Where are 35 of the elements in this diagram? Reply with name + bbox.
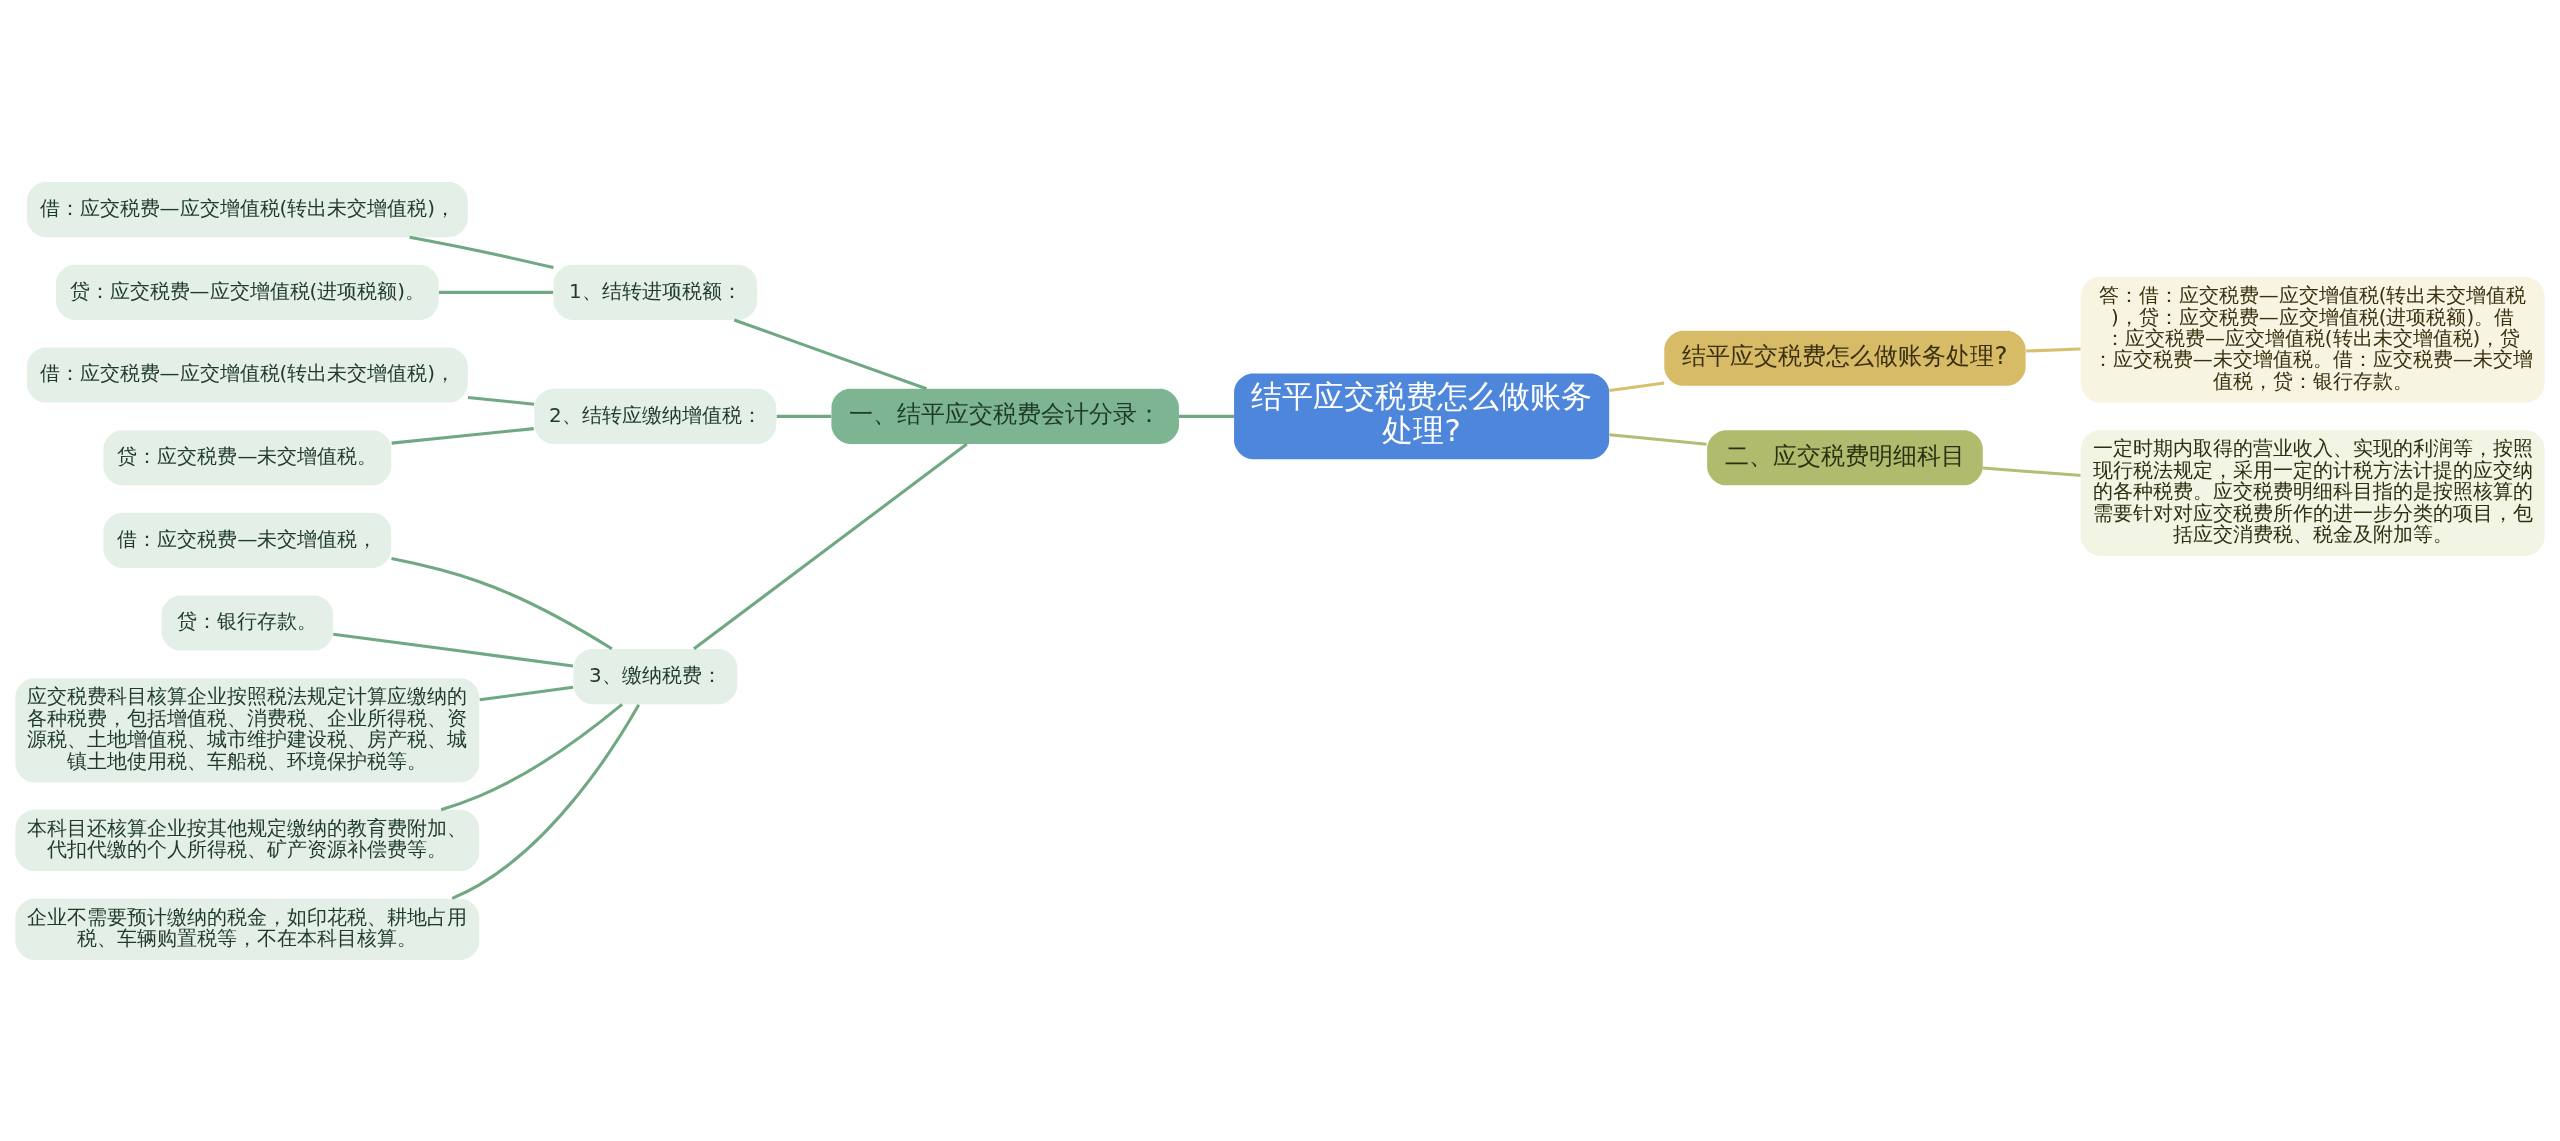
connector bbox=[333, 632, 574, 667]
node-box: 结平应交税费怎么做账务处理? bbox=[1664, 330, 2026, 386]
node-box: 本科目还核算企业按其他规定缴纳的教育费附加、代扣代缴的个人所得税、矿产资源补偿费等。 bbox=[15, 809, 480, 871]
node-box: 企业不需要预计缴纳的税金，如印花税、耕地占用税、车辆购置税等，不在本科目核算。 bbox=[15, 898, 480, 960]
connector bbox=[467, 395, 535, 406]
connector bbox=[2026, 346, 2081, 353]
connector bbox=[1179, 414, 1235, 418]
connector bbox=[451, 703, 641, 900]
connector bbox=[1609, 432, 1707, 446]
node-box: 贷：应交税费—应交增值税(进项税额)。 bbox=[55, 264, 439, 320]
connector bbox=[776, 414, 832, 418]
node-box: 答：借：应交税费—应交增值税(转出未交增值税)，贷：应交税费—应交增值税(进项税额)。借：应交税费—应交增值税(转出未交增值税)，贷：应交税费—未交增值税。借：应交税费—未交增值税，贷：银行存款。 bbox=[2080, 276, 2545, 403]
connector bbox=[479, 685, 574, 701]
node-box: 贷：银行存款。 bbox=[161, 595, 334, 651]
node-box: 贷：应交税费—未交增值税。 bbox=[103, 429, 392, 485]
node-box: 3、缴纳税费： bbox=[573, 648, 738, 704]
connector bbox=[1609, 381, 1665, 392]
connector bbox=[440, 702, 624, 811]
node-box: 1、结转进项税额： bbox=[553, 264, 758, 320]
connector bbox=[1982, 466, 2081, 477]
node-box: 结平应交税费怎么做账务处理? bbox=[1234, 373, 1610, 459]
node-box: 一、结平应交税费会计分录： bbox=[831, 388, 1179, 444]
connector bbox=[438, 290, 554, 294]
connector bbox=[733, 318, 928, 390]
node-box: 应交税费科目核算企业按照税法规定计算应缴纳的各种税费，包括增值税、消费税、企业所得税、资源税、土地增值税、城市维护建设税、房产税、城镇土地使用税、车船税、环境保护税等。 bbox=[15, 677, 480, 782]
node-box: 2、结转应缴纳增值税： bbox=[534, 388, 777, 444]
node-box: 借：应交税费—应交增值税(转出未交增值税)， bbox=[26, 181, 468, 237]
connector bbox=[693, 442, 968, 650]
connector bbox=[409, 235, 554, 269]
node-box: 借：应交税费—未交增值税， bbox=[103, 512, 392, 568]
connector bbox=[391, 426, 534, 445]
node-box: 借：应交税费—应交增值税(转出未交增值税)， bbox=[26, 346, 468, 403]
node-box: 一定时期内取得的营业收入、实现的利润等，按照现行税法规定，采用一定的计税方法计提的应交纳的各种税费。应交税费明细科目指的是按照核算的需要针对对应交税费所作的进一步分类的项目，包括应交消费税、税金及附加等。 bbox=[2080, 429, 2545, 556]
node-box: 二、应交税费明细科目 bbox=[1707, 429, 1983, 485]
connector bbox=[391, 556, 613, 650]
